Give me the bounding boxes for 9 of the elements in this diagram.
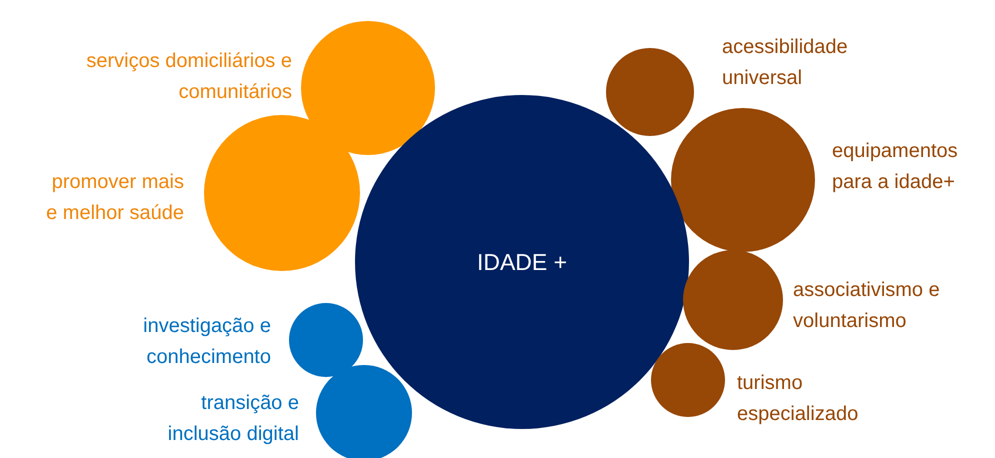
- circle-label: investigação e conhecimento: [142, 314, 271, 370]
- circle-label: equipamentos para a idade+: [832, 139, 959, 195]
- circle-title: IDADE +: [476, 248, 568, 276]
- circle-label: serviços domiciliários e comunitários: [85, 49, 292, 105]
- circle-label: promover mais e melhor saúde: [45, 170, 184, 226]
- circle-label: turismo especializado: [737, 371, 860, 427]
- circle-label: associativismo e voluntarismo: [793, 278, 941, 334]
- circle-label: acessibilidade universal: [722, 35, 849, 91]
- circle-label: transição e inclusão digital: [166, 391, 299, 447]
